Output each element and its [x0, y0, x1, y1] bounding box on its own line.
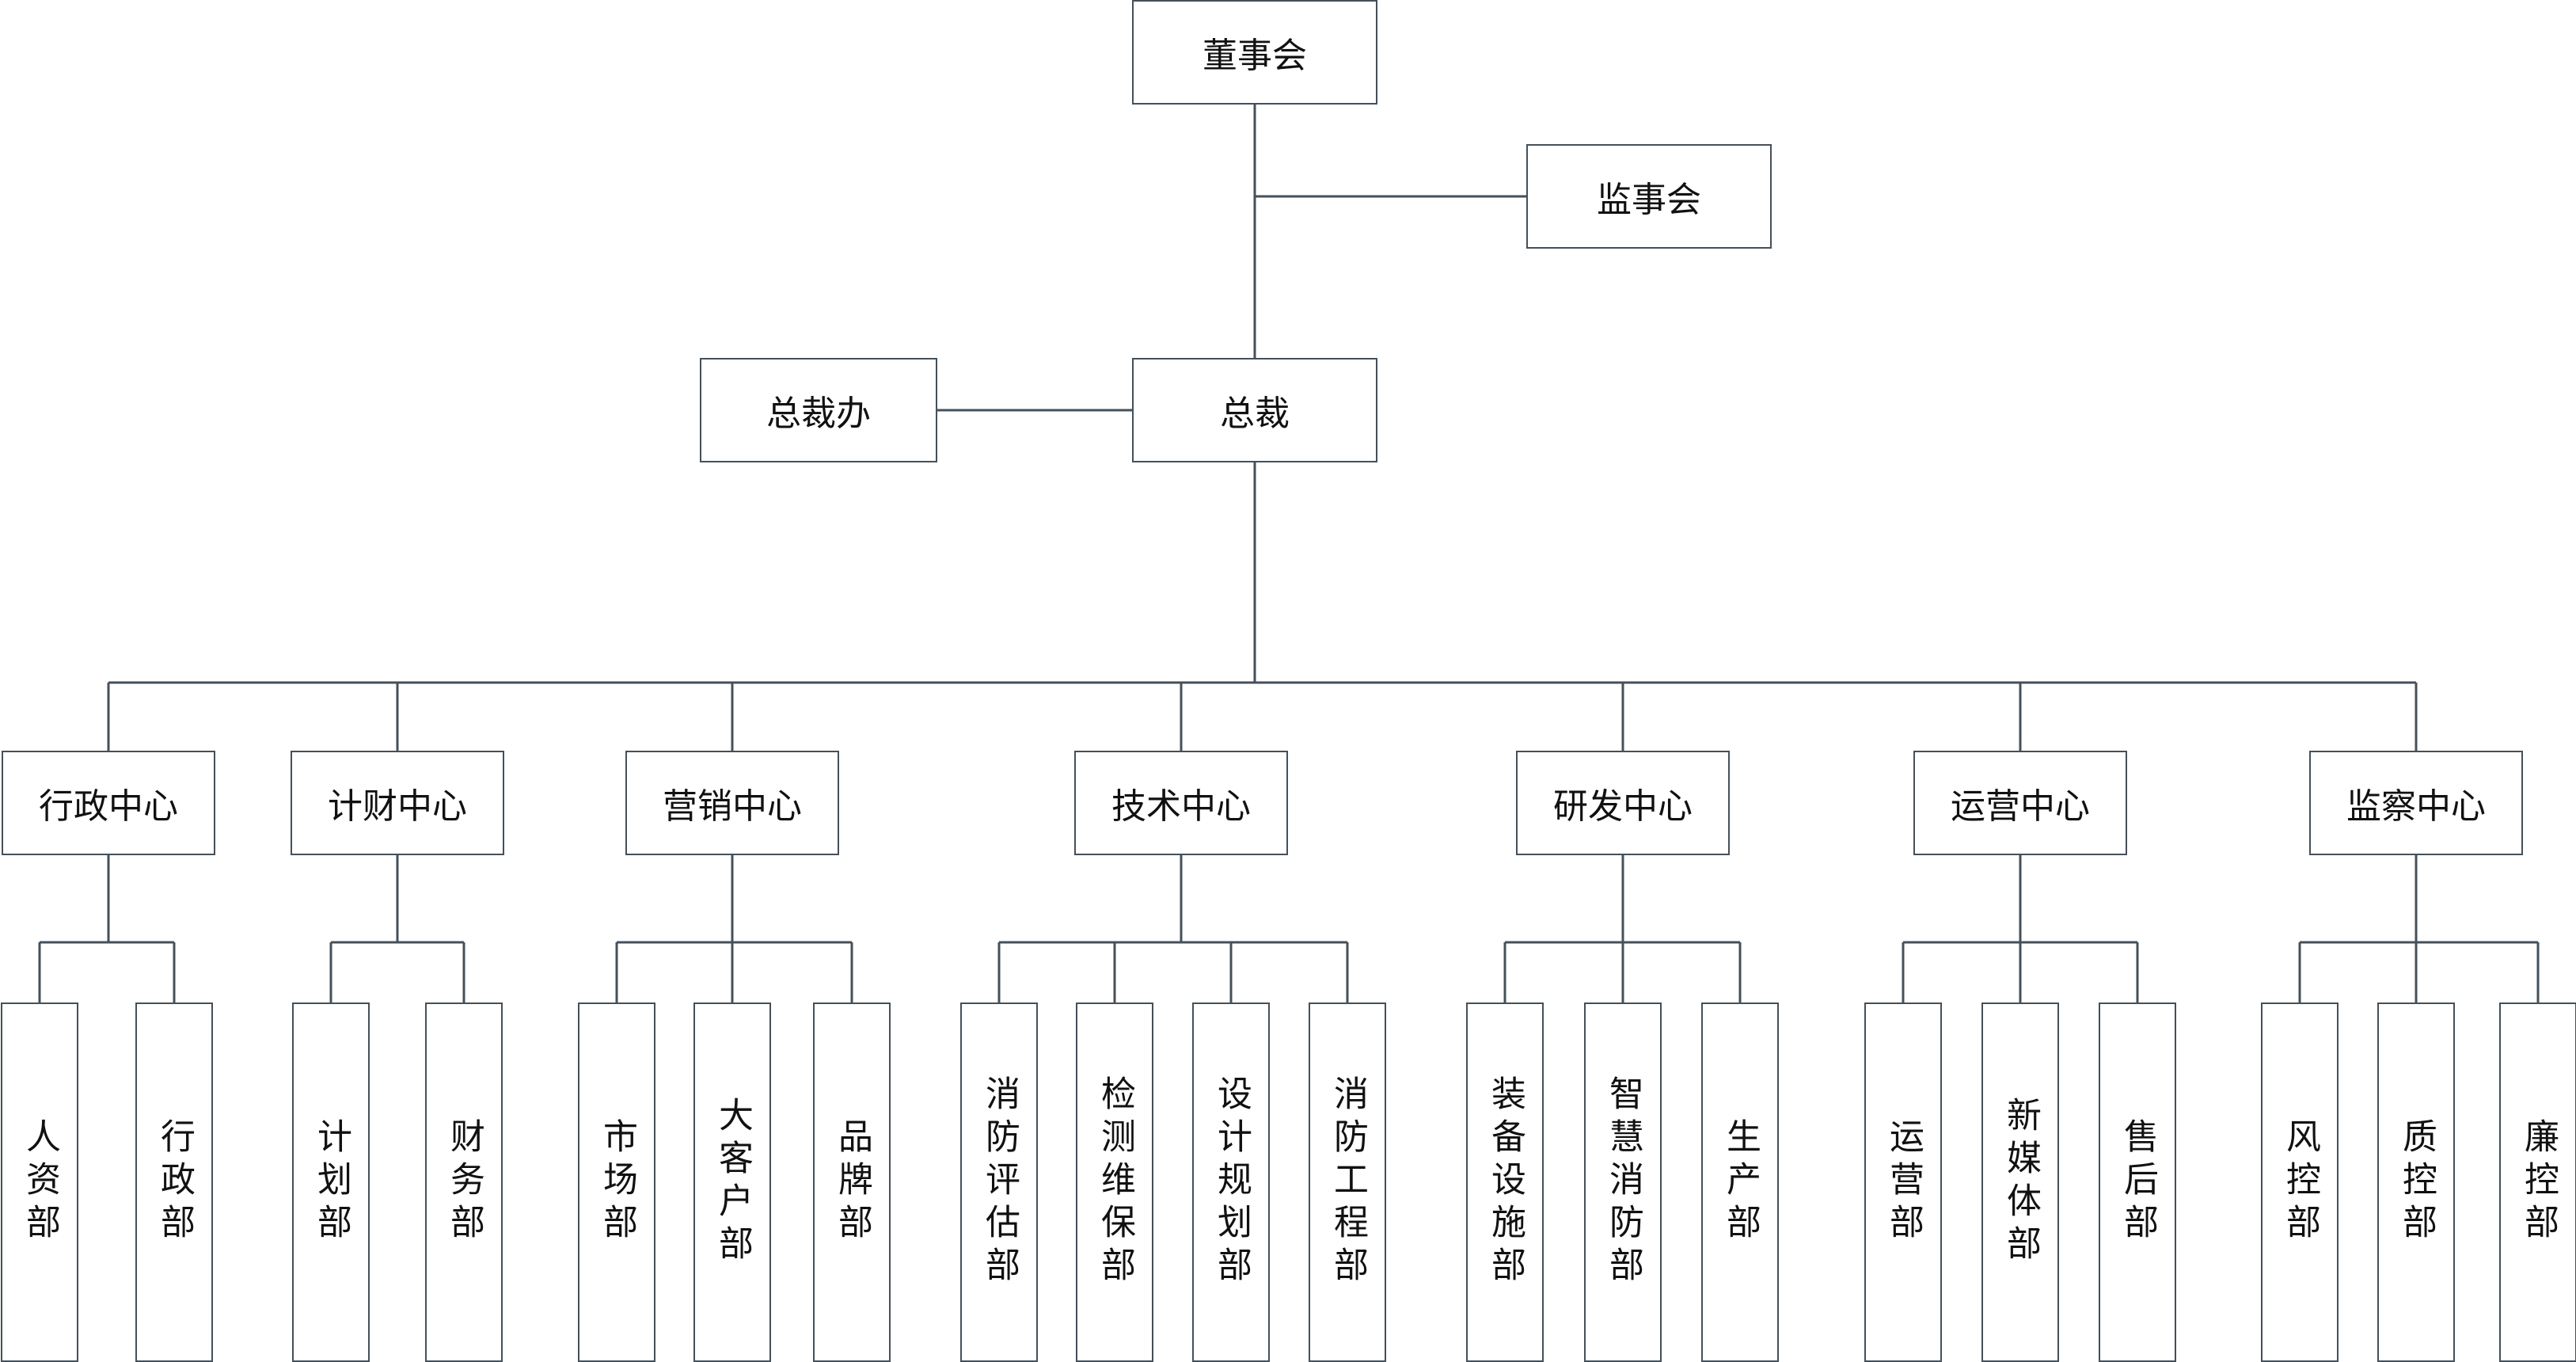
department-label: 生产部	[1720, 1118, 1761, 1246]
center-label: 营销中心	[663, 786, 802, 827]
center-box: 计财中心	[291, 751, 504, 855]
board-box: 董事会	[1132, 0, 1377, 105]
supervisory-board-box: 监事会	[1526, 144, 1772, 249]
department-label: 智慧消防部	[1603, 1075, 1643, 1289]
department-box: 生产部	[1701, 1002, 1779, 1362]
center-label: 运营中心	[1951, 786, 2090, 827]
center-label: 行政中心	[39, 786, 178, 827]
department-box: 风控部	[2261, 1002, 2339, 1362]
department-box: 设计规划部	[1192, 1002, 1270, 1362]
department-label: 人资部	[20, 1118, 60, 1246]
department-box: 售后部	[2099, 1002, 2176, 1362]
department-box: 品牌部	[813, 1002, 891, 1362]
center-box: 研发中心	[1516, 751, 1730, 855]
department-box: 行政部	[135, 1002, 213, 1362]
department-label: 廉控部	[2518, 1118, 2559, 1246]
center-label: 监察中心	[2346, 786, 2486, 827]
center-label: 计财中心	[328, 786, 467, 827]
department-label: 计划部	[311, 1118, 351, 1246]
department-label: 新媒体部	[2000, 1097, 2041, 1268]
department-label: 品牌部	[832, 1118, 872, 1246]
department-label: 行政部	[154, 1118, 195, 1246]
department-label: 大客户部	[712, 1097, 753, 1268]
department-label: 售后部	[2118, 1118, 2158, 1246]
department-label: 装备设施部	[1485, 1075, 1525, 1289]
department-label: 市场部	[597, 1118, 637, 1246]
department-label: 消防工程部	[1328, 1075, 1368, 1289]
president-box: 总裁	[1132, 358, 1377, 462]
department-box: 人资部	[1, 1002, 78, 1362]
center-box: 行政中心	[2, 751, 215, 855]
department-box: 大客户部	[693, 1002, 771, 1362]
center-label: 技术中心	[1111, 786, 1251, 827]
department-box: 检测维保部	[1076, 1002, 1153, 1362]
department-box: 市场部	[578, 1002, 655, 1362]
supervisory-board-label: 监事会	[1597, 180, 1701, 220]
center-box: 运营中心	[1913, 751, 2127, 855]
department-box: 智慧消防部	[1584, 1002, 1662, 1362]
center-label: 研发中心	[1553, 786, 1693, 827]
president-office-label: 总裁办	[766, 394, 871, 434]
department-label: 运营部	[1883, 1118, 1924, 1246]
department-box: 装备设施部	[1466, 1002, 1544, 1362]
president-label: 总裁	[1220, 394, 1290, 434]
center-box: 技术中心	[1074, 751, 1288, 855]
department-box: 廉控部	[2499, 1002, 2576, 1362]
president-office-box: 总裁办	[700, 358, 937, 462]
center-box: 监察中心	[2309, 751, 2523, 855]
department-label: 检测维保部	[1095, 1075, 1135, 1289]
department-box: 消防工程部	[1309, 1002, 1386, 1362]
department-box: 财务部	[425, 1002, 503, 1362]
department-box: 新媒体部	[1981, 1002, 2059, 1362]
board-label: 董事会	[1203, 36, 1307, 76]
department-label: 设计规划部	[1211, 1075, 1252, 1289]
department-label: 质控部	[2396, 1118, 2437, 1246]
department-box: 计划部	[292, 1002, 370, 1362]
department-box: 运营部	[1864, 1002, 1942, 1362]
department-label: 财务部	[444, 1118, 484, 1246]
department-label: 风控部	[2280, 1118, 2320, 1246]
department-label: 消防评估部	[979, 1075, 1020, 1289]
center-box: 营销中心	[625, 751, 839, 855]
department-box: 质控部	[2377, 1002, 2455, 1362]
department-box: 消防评估部	[960, 1002, 1038, 1362]
